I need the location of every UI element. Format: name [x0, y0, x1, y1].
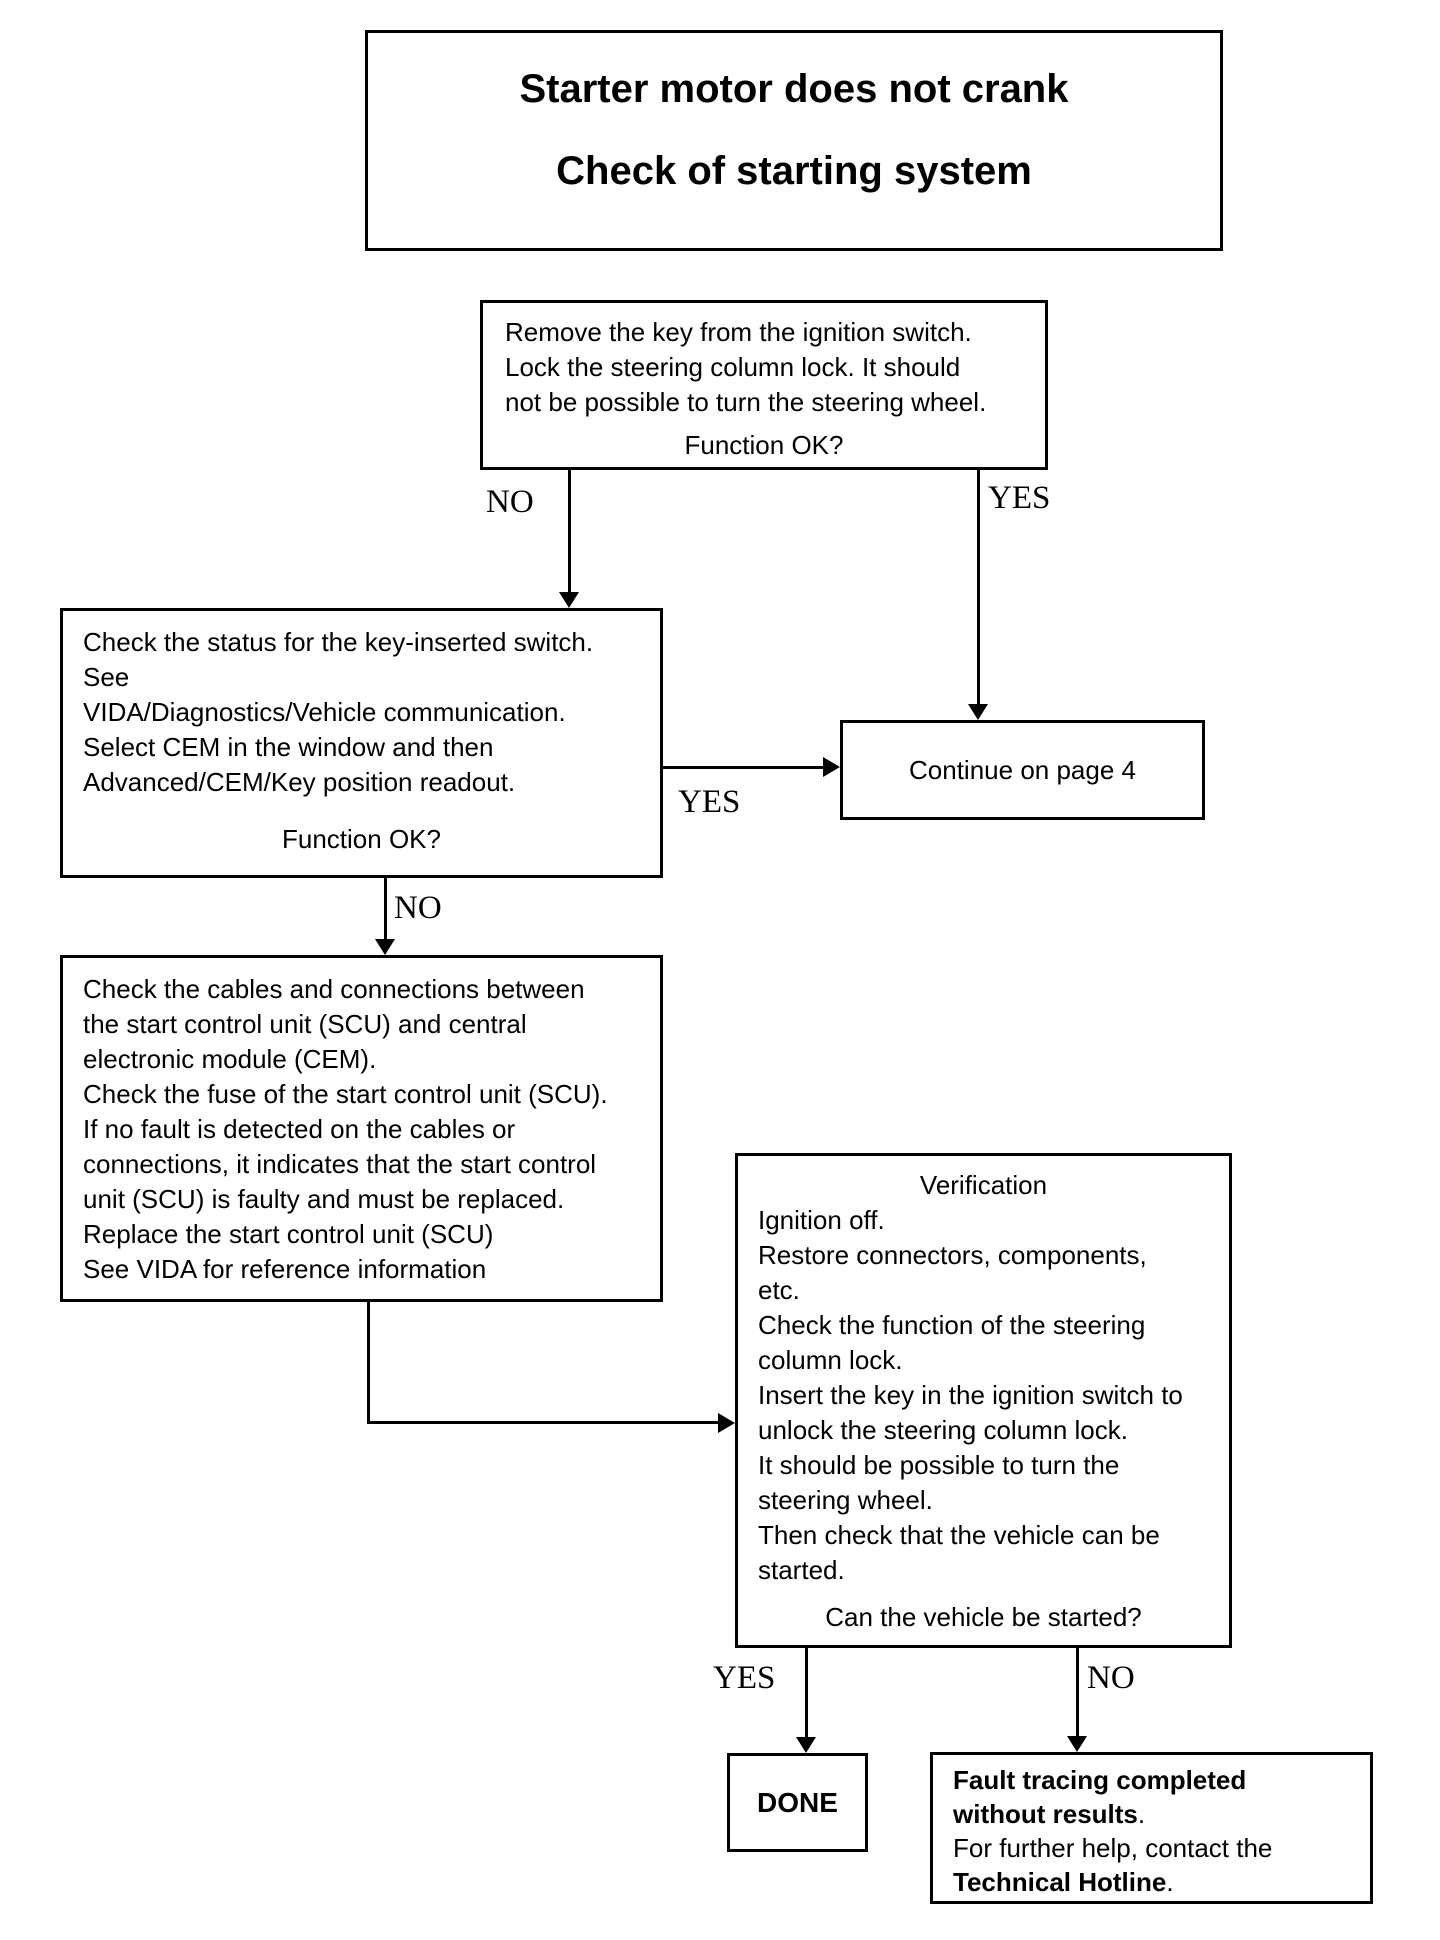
text-line: Technical Hotline.	[953, 1865, 1362, 1899]
edge-label-yes: YES	[713, 1660, 776, 1696]
node-title: Verification	[919, 1170, 1048, 1200]
text-line: If no fault is detected on the cables or	[83, 1114, 516, 1144]
edge-yes-line	[977, 470, 980, 706]
arrowhead-down-icon	[559, 592, 579, 608]
node-remove-key: Remove the key from the ignition switch.…	[480, 300, 1048, 470]
text-line: Ignition off.	[758, 1205, 885, 1235]
text-line: Select CEM in the window and then	[83, 732, 494, 762]
text-line: not be possible to turn the steering whe…	[505, 387, 987, 417]
text-bold: without results	[953, 1799, 1138, 1829]
arrowhead-down-icon	[1067, 1736, 1087, 1752]
title-box: Starter motor does not crank Check of st…	[365, 30, 1223, 251]
text-line: Fault tracing completed	[953, 1765, 1247, 1795]
node-scu-check: Check the cables and connections between…	[60, 955, 663, 1302]
text-line: started.	[758, 1555, 845, 1585]
edge-label-no: NO	[486, 484, 534, 520]
text-line: Advanced/CEM/Key position readout.	[83, 767, 516, 797]
node-question: Function OK?	[282, 824, 441, 854]
text-line: It should be possible to turn the	[758, 1450, 1120, 1480]
edge-no-line	[384, 878, 387, 941]
text-line: Then check that the vehicle can be	[758, 1520, 1160, 1550]
text-line: Check the function of the steering	[758, 1310, 1146, 1340]
edge-connector-line	[367, 1421, 720, 1424]
node-done: DONE	[727, 1753, 868, 1852]
text-plain: .	[1137, 1799, 1146, 1829]
text-line: See	[83, 662, 130, 692]
text-line: steering wheel.	[758, 1485, 933, 1515]
diagram-subtitle: Check of starting system	[556, 149, 1032, 193]
node-fault-tracing: Fault tracing completed without results.…	[930, 1752, 1373, 1904]
text-line: etc.	[758, 1275, 800, 1305]
node-question: Function OK?	[684, 430, 844, 460]
edge-label-no: NO	[1087, 1660, 1135, 1696]
edge-yes-line	[805, 1648, 808, 1739]
edge-label-no: NO	[394, 890, 442, 926]
edge-yes-line	[663, 766, 825, 769]
text-plain: .	[1166, 1867, 1174, 1897]
edge-connector-line	[367, 1302, 370, 1424]
text-line: connections, it indicates that the start…	[83, 1149, 597, 1179]
text-line: Insert the key in the ignition switch to	[758, 1380, 1183, 1410]
text-line: Lock the steering column lock. It should	[505, 352, 961, 382]
edge-label-yes: YES	[988, 480, 1051, 516]
edge-label-yes: YES	[678, 784, 741, 820]
node-key-status: Check the status for the key-inserted sw…	[60, 608, 663, 878]
text-line: Replace the start control unit (SCU)	[83, 1219, 494, 1249]
text-line: See VIDA for reference information	[83, 1254, 487, 1284]
text-line: electronic module (CEM).	[83, 1044, 377, 1074]
text-line: VIDA/Diagnostics/Vehicle communication.	[83, 697, 566, 727]
arrowhead-right-icon	[718, 1413, 735, 1433]
diagram-title: Starter motor does not crank	[519, 67, 1069, 111]
text-line: column lock.	[758, 1345, 903, 1375]
text-line: Restore connectors, components,	[758, 1240, 1147, 1270]
text-line: unit (SCU) is faulty and must be replace…	[83, 1184, 565, 1214]
arrowhead-down-icon	[968, 704, 988, 720]
arrowhead-down-icon	[796, 1737, 816, 1753]
node-question: Can the vehicle be started?	[825, 1602, 1142, 1632]
edge-no-line	[1076, 1648, 1079, 1738]
text-line: Check the status for the key-inserted sw…	[83, 627, 594, 657]
text-line: Remove the key from the ignition switch.	[505, 317, 972, 347]
arrowhead-right-icon	[823, 757, 840, 777]
text-line: Check the cables and connections between	[83, 974, 585, 1004]
edge-no-line	[568, 470, 571, 594]
text-line: unlock the steering column lock.	[758, 1415, 1128, 1445]
text-line: without results.	[953, 1797, 1362, 1831]
text-line: Check the fuse of the start control unit…	[83, 1079, 608, 1109]
arrowhead-down-icon	[375, 939, 395, 955]
text-line: the start control unit (SCU) and central	[83, 1009, 527, 1039]
node-verification: Verification Ignition off. Restore conne…	[735, 1153, 1232, 1648]
text-line: For further help, contact the	[953, 1833, 1273, 1863]
text-bold: Technical Hotline	[953, 1867, 1167, 1897]
node-continue-page: Continue on page 4	[840, 720, 1205, 820]
